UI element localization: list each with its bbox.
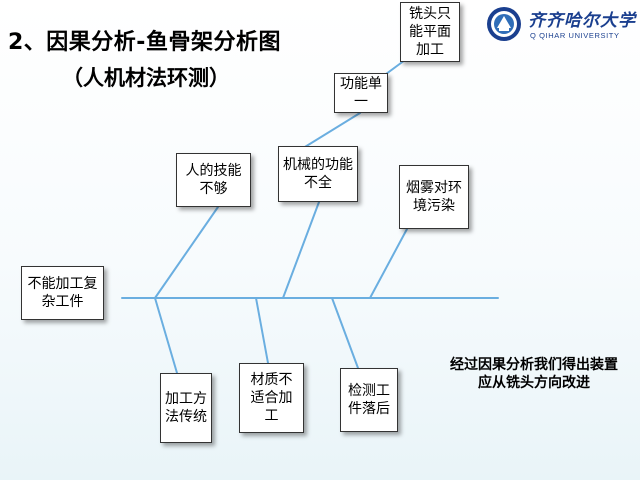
bone-material [255, 297, 269, 364]
logo-name-cn: 齐齐哈尔大学 [528, 11, 636, 31]
bone-method [154, 297, 178, 374]
bone-measurement [331, 297, 359, 369]
cause-method-box: 加工方法传统 [160, 373, 212, 443]
cause-machine-box: 机械的功能不全 [278, 146, 358, 202]
sub-cause-function-label: 功能单一 [340, 76, 382, 110]
slide-title: 2、因果分析-鱼骨架分析图 [8, 30, 281, 55]
bone-environment [369, 228, 408, 299]
cause-man-label: 人的技能不够 [185, 163, 242, 197]
effect-label: 不能加工复杂工件 [27, 276, 98, 310]
cause-environment-box: 烟雾对环境污染 [399, 165, 469, 229]
cause-environment-label: 烟雾对环境污染 [406, 180, 462, 214]
cause-material-label: 材质不适合加工 [250, 372, 293, 424]
cause-method-label: 加工方法传统 [165, 391, 207, 425]
cause-measurement-label: 检测工件落后 [348, 383, 390, 417]
conclusion-text: 经过因果分析我们得出装置应从铣头方向改进 [450, 357, 618, 391]
bone-sub-function [299, 112, 361, 151]
bone-machine [282, 201, 320, 299]
university-logo: 齐齐哈尔大学 Q QIHAR UNIVERSITY [484, 4, 636, 44]
cause-man-box: 人的技能不够 [176, 153, 251, 207]
logo-name-en: Q QIHAR UNIVERSITY [530, 31, 620, 40]
sub-cause-milling-box: 铣头只能平面加工 [400, 2, 460, 62]
cause-machine-label: 机械的功能不全 [283, 157, 353, 191]
cause-material-box: 材质不适合加工 [239, 363, 304, 433]
bone-man [154, 206, 219, 299]
sub-cause-milling-label: 铣头只能平面加工 [409, 6, 451, 58]
effect-box: 不能加工复杂工件 [21, 266, 104, 320]
university-emblem-icon [487, 7, 521, 41]
cause-measurement-box: 检测工件落后 [340, 368, 398, 432]
sub-cause-function-box: 功能单一 [334, 73, 388, 113]
slide-subtitle: （人机材法环测） [62, 66, 230, 90]
